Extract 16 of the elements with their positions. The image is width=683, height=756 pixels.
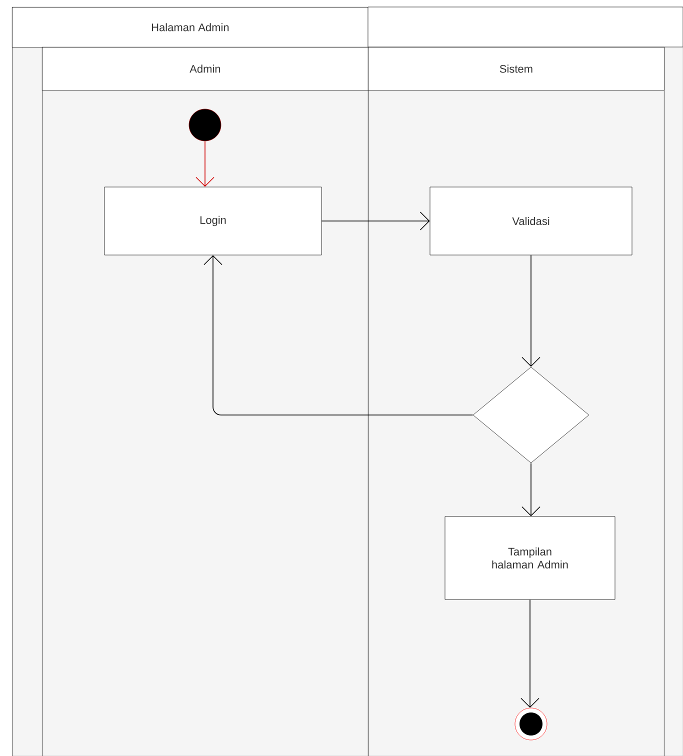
arrow	[196, 140, 214, 187]
action-box: Login	[104, 186, 322, 256]
lane-header: Sistem	[368, 47, 664, 90]
arrow	[520, 599, 540, 708]
pool-header: Halaman Admin	[12, 7, 368, 48]
start-node	[188, 108, 222, 142]
decision-diamond	[472, 366, 590, 464]
swimlane	[42, 47, 368, 756]
arrow	[522, 462, 540, 516]
arrow	[321, 212, 430, 230]
arrow	[522, 254, 540, 367]
action-box: Validasi	[430, 186, 632, 256]
action-box: Tampilan halaman Admin	[444, 516, 616, 600]
arrow	[204, 255, 474, 416]
lane-header: Admin	[42, 47, 368, 90]
end-node	[514, 708, 548, 740]
